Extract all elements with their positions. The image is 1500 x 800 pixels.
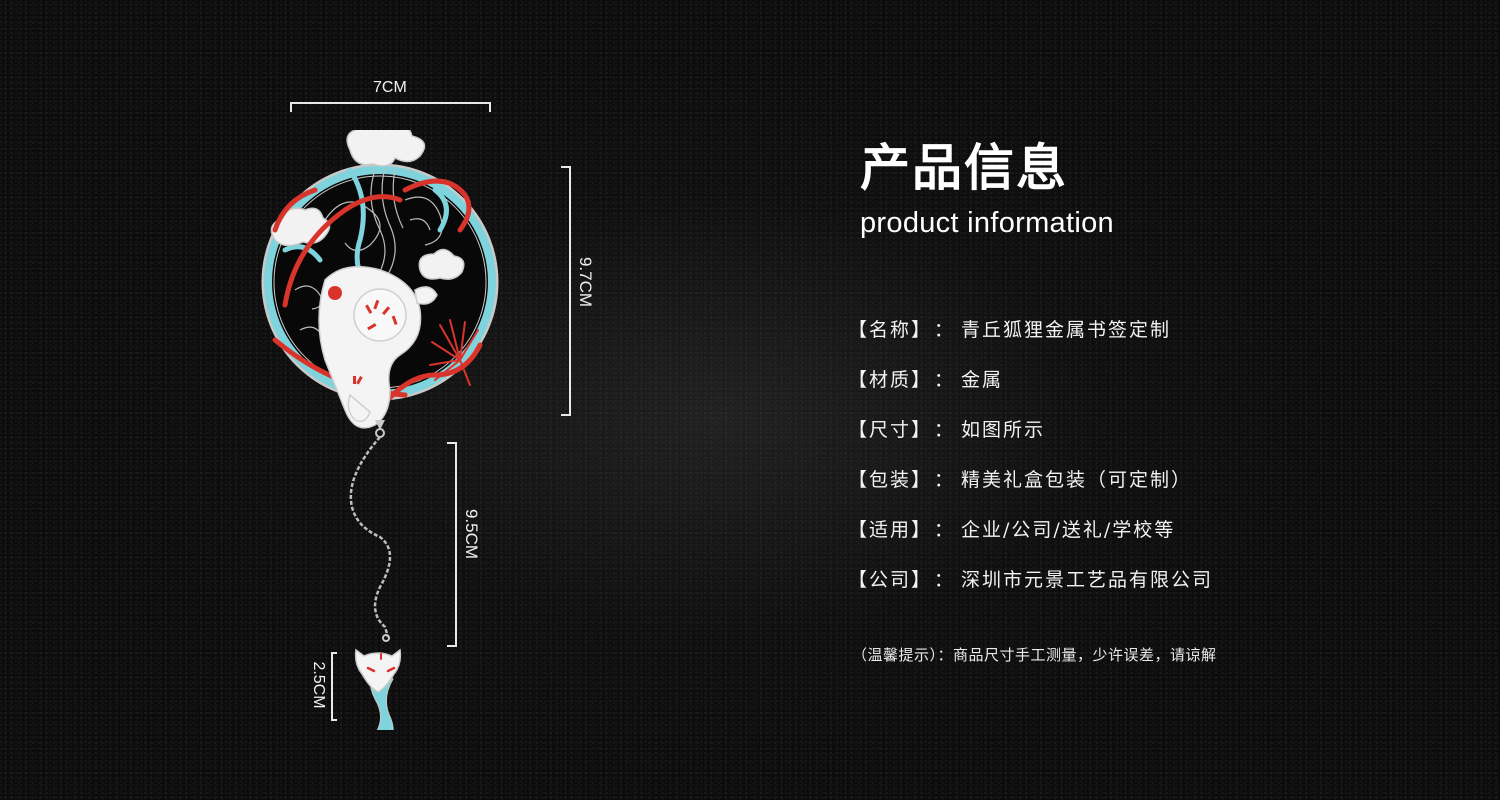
chain-length-dimension-bracket	[447, 442, 457, 647]
spec-row-usage: 【适用】 ： 企业/公司/送礼/学校等	[848, 513, 1213, 543]
width-dimension-bracket	[290, 102, 491, 112]
spec-list: 【名称】 ： 青丘狐狸金属书签定制 【材质】 ： 金属 【尺寸】 ： 如图所示 …	[848, 313, 1213, 613]
page-subtitle: product information	[860, 207, 1114, 239]
page-title: 产品信息	[860, 139, 1068, 197]
pendant-height-dimension-bracket	[331, 652, 337, 721]
width-dimension-label: 7CM	[373, 79, 407, 96]
spec-value: 精美礼盒包装（可定制）	[961, 468, 1193, 491]
spec-key: 【名称】	[848, 318, 933, 341]
fox-pendant-icon	[354, 648, 402, 730]
spec-separator: ：	[934, 468, 956, 491]
spec-row-company: 【公司】 ： 深圳市元景工艺品有限公司	[848, 563, 1213, 593]
spec-value: 深圳市元景工艺品有限公司	[961, 568, 1214, 591]
spec-separator: ：	[934, 568, 956, 591]
spec-key: 【公司】	[848, 568, 933, 591]
body-height-dimension-bracket	[561, 166, 571, 416]
body-height-dimension-label: 9.7CM	[576, 256, 595, 308]
spec-separator: ：	[934, 518, 956, 541]
product-image	[255, 130, 505, 730]
spec-value: 金属	[961, 368, 1004, 391]
measurement-note: （温馨提示）：商品尺寸手工测量，少许误差，请谅解	[852, 646, 1217, 664]
fox-bookmark-icon	[261, 130, 499, 730]
spec-row-name: 【名称】 ： 青丘狐狸金属书签定制	[848, 313, 1213, 343]
spec-key: 【尺寸】	[848, 418, 933, 441]
spec-value: 如图所示	[961, 418, 1046, 441]
spec-value: 企业/公司/送礼/学校等	[961, 518, 1176, 541]
spec-value: 青丘狐狸金属书签定制	[961, 318, 1172, 341]
spec-row-packaging: 【包装】 ： 精美礼盒包装（可定制）	[848, 463, 1213, 493]
spec-separator: ：	[934, 418, 956, 441]
spec-key: 【材质】	[848, 368, 933, 391]
spec-key: 【适用】	[848, 518, 933, 541]
spec-key: 【包装】	[848, 468, 933, 491]
spec-separator: ：	[934, 368, 956, 391]
spec-row-material: 【材质】 ： 金属	[848, 363, 1213, 393]
spec-row-size: 【尺寸】 ： 如图所示	[848, 413, 1213, 443]
spec-separator: ：	[934, 318, 956, 341]
